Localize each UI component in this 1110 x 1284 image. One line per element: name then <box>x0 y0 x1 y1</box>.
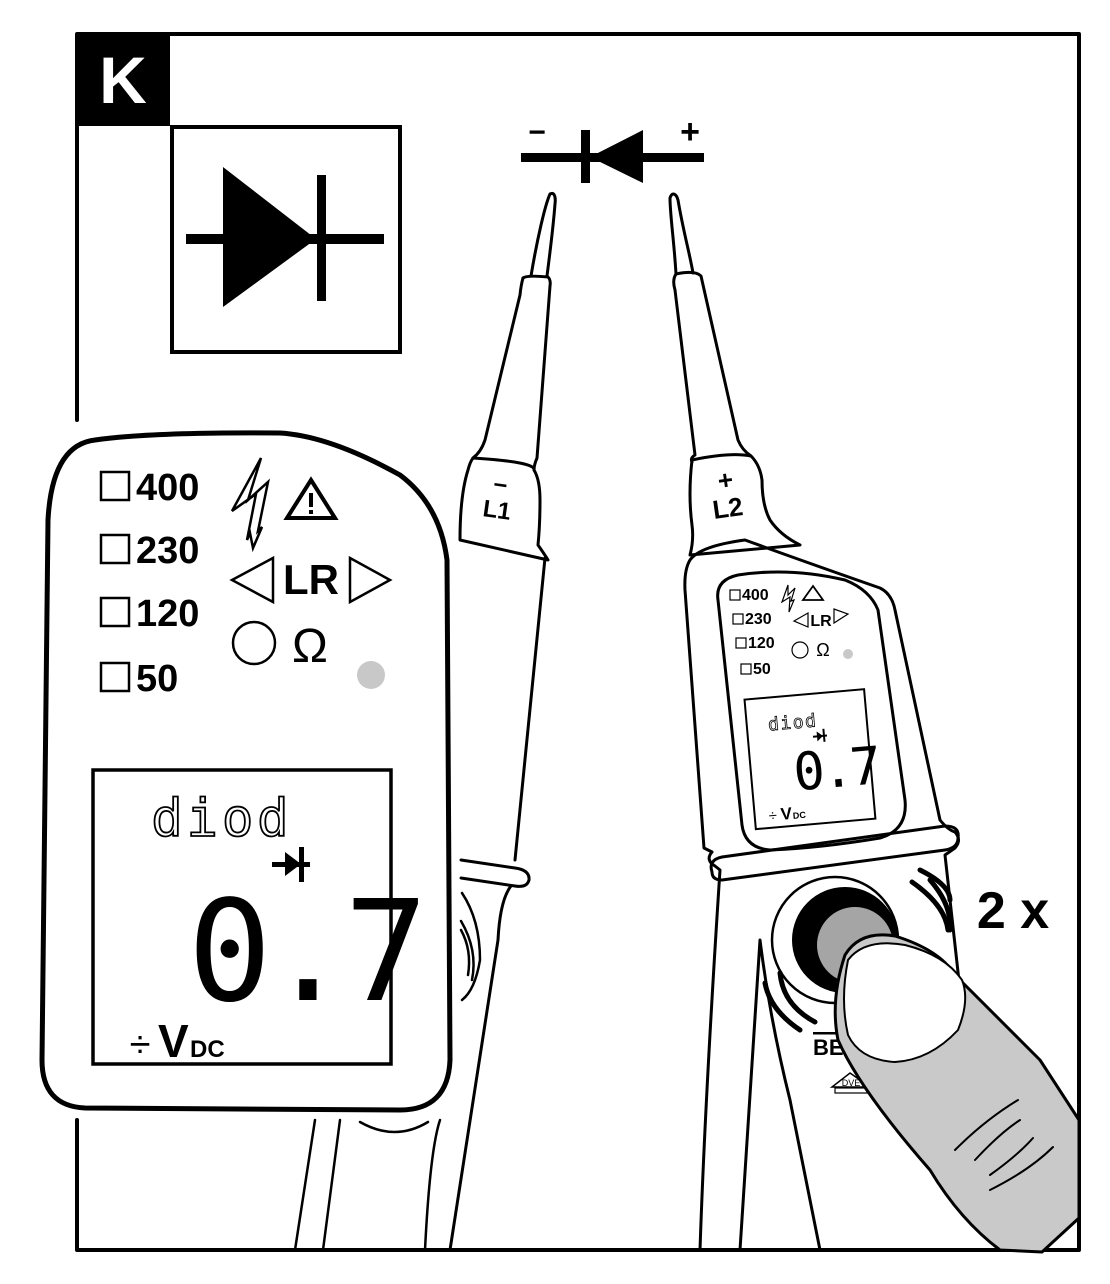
lcd-mode-label-small: diod <box>767 710 818 735</box>
voltage-indicator-400: 400 <box>99 467 199 509</box>
lcd-mode-label: diod <box>151 789 292 849</box>
voltage-indicator-120: 120 <box>99 593 199 635</box>
lcd-unit-dc: DC <box>190 1036 225 1063</box>
press-count-label: 2 x <box>977 882 1049 940</box>
lcd-unit-v-small: V <box>780 804 794 824</box>
lcd-divider-symbol-small: ÷ <box>768 807 778 825</box>
continuity-indicator-icon <box>231 620 277 666</box>
rotation-indicator: LR <box>229 555 393 605</box>
press-motion-icon <box>762 867 953 1033</box>
right-arrow-icon-small <box>833 608 850 625</box>
indicator-box <box>99 596 131 628</box>
lcd-diode-icon <box>272 847 310 882</box>
lightning-icon <box>230 457 270 553</box>
rotation-label-small: LR <box>810 613 832 630</box>
display-callout-large: 400 230 120 50 LR <box>39 430 453 1113</box>
continuity-indicator-icon-small <box>791 641 809 659</box>
status-led-small <box>843 649 853 659</box>
lcd-reading: 0.7 <box>188 871 429 1034</box>
certification-text: DVE <box>842 1078 861 1088</box>
lcd-mode-text: diod <box>150 788 292 850</box>
left-arrow-icon <box>229 555 275 605</box>
lcd-screen-small: diod 0.7 ÷ V DC <box>743 688 881 831</box>
display-small: 400 230 120 50 LR Ω diod <box>729 584 881 831</box>
diode-symbol-box <box>170 125 402 354</box>
lcd-unit-dc-small: DC <box>792 810 806 821</box>
rotation-label: LR <box>283 556 339 603</box>
lcd-reading-value: 0.7 <box>188 871 423 1034</box>
lcd-diode-icon-small <box>812 728 828 742</box>
lcd-divider-symbol: ÷ <box>130 1024 151 1066</box>
lcd-screen-large: diod 0.7 ÷ V DC <box>91 768 429 1067</box>
right-arrow-icon <box>348 555 393 605</box>
voltage-indicators: 400 230 120 50 <box>99 467 199 700</box>
voltage-label: 50 <box>753 661 771 678</box>
voltage-label: 120 <box>748 635 775 652</box>
warning-icon-small <box>801 584 825 601</box>
indicator-box <box>99 470 131 502</box>
probe-left: L1 − <box>293 192 557 1252</box>
voltage-label: 50 <box>136 658 178 700</box>
probe-left-sign: − <box>492 471 510 500</box>
indicator-box <box>99 661 131 693</box>
probe-left-label: L1 <box>481 495 513 526</box>
warning-icon <box>283 476 339 520</box>
voltage-indicator-230: 230 <box>99 530 199 572</box>
ohm-symbol: Ω <box>292 620 328 673</box>
probe-right-label: L2 <box>711 491 745 525</box>
voltage-indicators-small: 400 230 120 50 <box>729 587 775 678</box>
diode-icon <box>186 167 384 307</box>
voltage-label: 400 <box>136 467 199 509</box>
voltage-label: 230 <box>745 611 772 628</box>
probe-right-sign: + <box>716 464 735 496</box>
status-led <box>357 661 385 689</box>
voltage-label: 120 <box>136 593 199 635</box>
lcd-unit-v: V <box>158 1015 189 1067</box>
polarity-diode-icon: − + <box>521 113 704 183</box>
ohm-symbol-small: Ω <box>816 640 829 660</box>
figure-label-badge: K <box>77 34 170 126</box>
indicator-box <box>99 533 131 565</box>
lightning-icon-small <box>780 584 796 613</box>
lcd-reading-value-small: 0.7 <box>791 736 881 803</box>
voltage-indicator-50: 50 <box>99 658 178 700</box>
voltage-label: 400 <box>742 587 769 604</box>
left-arrow-icon-small <box>792 611 809 628</box>
finger-icon <box>833 933 1081 1254</box>
polarity-minus: − <box>528 116 546 149</box>
polarity-plus: + <box>680 113 700 151</box>
voltage-label: 230 <box>136 530 199 572</box>
lcd-unit: ÷ V DC <box>130 1015 225 1067</box>
figure-label: K <box>99 43 147 117</box>
